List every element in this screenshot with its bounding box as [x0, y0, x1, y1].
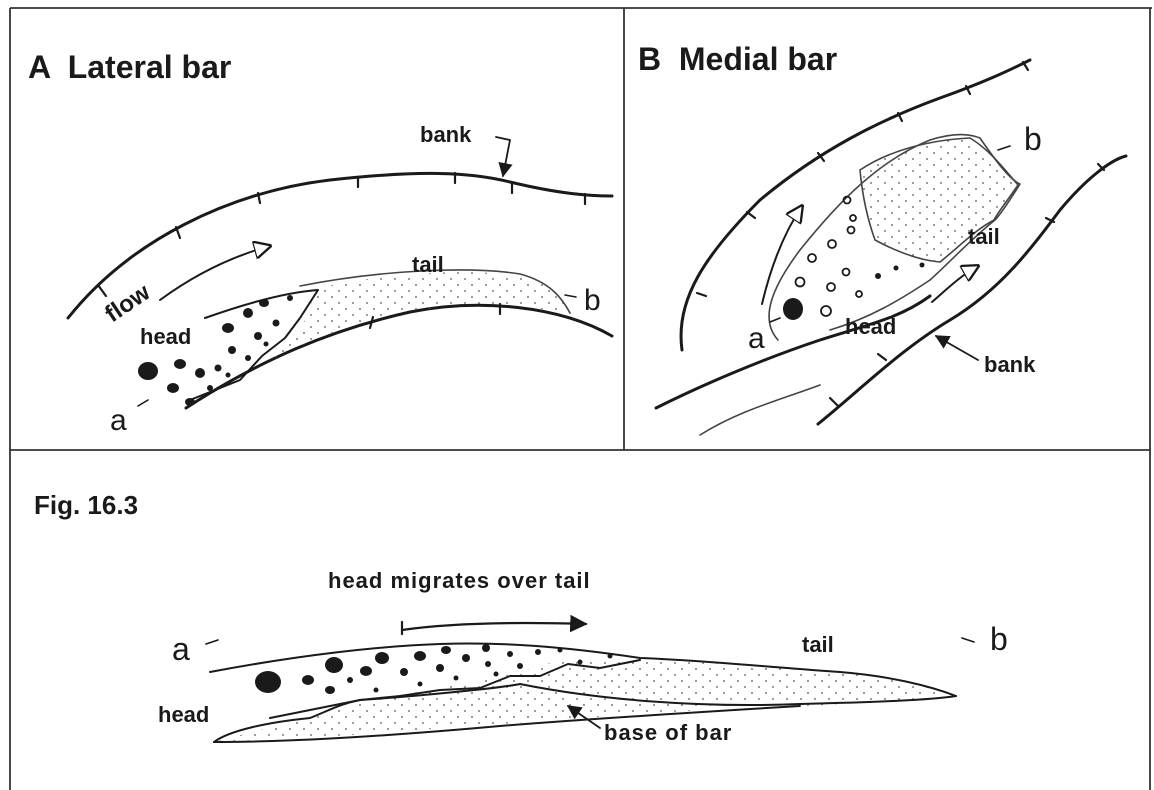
- panel-a-flow-arrow: [160, 246, 270, 300]
- panel-a-point-b-tick: [565, 295, 576, 297]
- panel-c-migration-arrow: [402, 623, 586, 630]
- panel-a-title: A Lateral bar: [28, 49, 231, 85]
- figure-caption: Fig. 16.3: [34, 490, 138, 520]
- panel-c-head-label: head: [158, 702, 209, 727]
- panel-a-head-label: head: [140, 324, 191, 349]
- panel-b-point-a-label: a: [748, 322, 765, 355]
- panel-a-bar-tail: [246, 272, 570, 372]
- panel-b-point-b-label: b: [1024, 121, 1042, 157]
- panel-c-base-label: base of bar: [604, 720, 732, 745]
- panel-b-tail-label: tail: [968, 224, 1000, 249]
- panel-c-cross-section: Fig. 16.3 head migrates over tail: [34, 490, 1008, 745]
- panel-c-point-a-label: a: [172, 631, 190, 667]
- panel-a-tail-label: tail: [412, 252, 444, 277]
- panel-a-point-a-tick: [138, 400, 148, 406]
- panel-a-bank-label: bank: [420, 122, 472, 147]
- panel-b-point-a-tick: [770, 318, 780, 322]
- panel-b-medial-bar: B Medial bar: [638, 41, 1126, 435]
- panel-a-lateral-bar: A Lateral bar: [28, 49, 612, 437]
- panel-b-title: B Medial bar: [638, 41, 837, 77]
- panel-a-bank-pointer: [496, 137, 510, 176]
- panel-c-migration-label: head migrates over tail: [328, 568, 591, 593]
- panel-a-point-b-label: b: [584, 284, 601, 317]
- panel-c-point-b-tick: [962, 638, 974, 642]
- panel-b-bank-pointer: [936, 336, 978, 360]
- panel-b-channel-line: [700, 385, 820, 435]
- panel-c-bar-body: [214, 658, 956, 742]
- panel-c-point-a-tick: [206, 640, 218, 644]
- panel-c-point-b-label: b: [990, 621, 1008, 657]
- panel-a-point-a-label: a: [110, 404, 127, 437]
- panel-c-tail-label: tail: [802, 632, 834, 657]
- panel-a-flow-label: flow: [100, 279, 155, 328]
- panel-b-head-label: head: [845, 314, 896, 339]
- panel-b-point-b-tick: [998, 146, 1010, 150]
- panel-b-bank-label: bank: [984, 352, 1036, 377]
